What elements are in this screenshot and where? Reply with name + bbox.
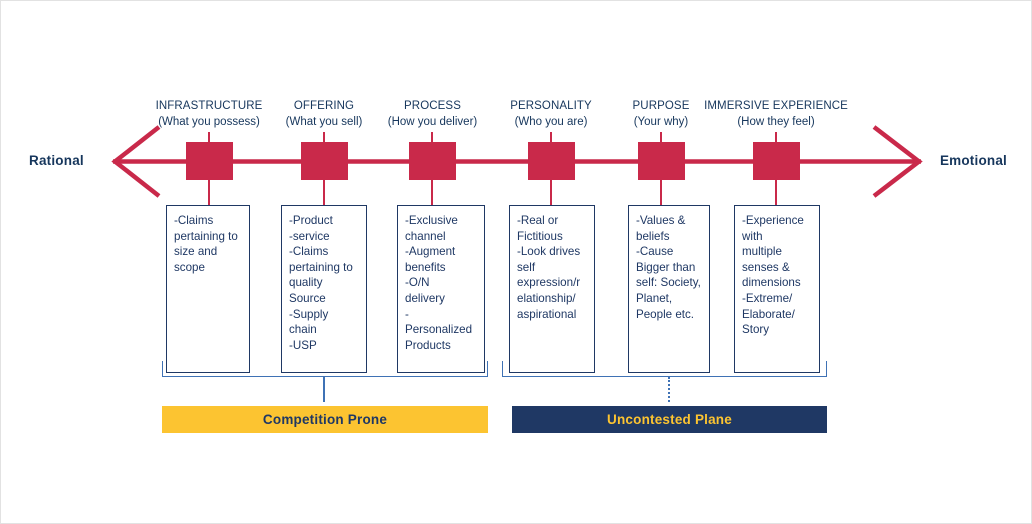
node-caption-offering: OFFERING (What you sell) — [249, 99, 399, 130]
detail-box-process: -Exclusive channel -Augment benefits -O/… — [397, 205, 485, 373]
banner-competition-prone[interactable]: Competition Prone — [162, 406, 488, 433]
detail-line: Personalized — [405, 323, 473, 337]
node-marker-offering[interactable] — [301, 142, 348, 180]
detail-line: Elaborate/ — [742, 307, 795, 321]
detail-line: dimensions — [742, 276, 801, 290]
detail-line: -service — [289, 229, 330, 243]
bracket-competition-prone — [162, 361, 488, 377]
node-title: OFFERING — [293, 100, 355, 112]
detail-line: chain — [289, 323, 317, 337]
detail-line: -Real or — [517, 214, 559, 227]
node-subtitle: (What you sell) — [285, 115, 363, 128]
axis-label-rational: Rational — [29, 153, 84, 168]
axis-label-emotional: Emotional — [939, 153, 1007, 168]
detail-line: beliefs — [636, 229, 670, 243]
detail-line: elationship/ — [517, 291, 576, 305]
detail-line: -Exclusive — [405, 214, 458, 227]
detail-line: multiple — [742, 245, 782, 259]
arrowhead-left-icon — [111, 125, 161, 198]
arrowhead-right-icon — [872, 125, 923, 198]
detail-line: aspirational — [517, 307, 577, 321]
detail-line: pertaining to — [174, 229, 238, 243]
detail-line: - — [405, 307, 409, 321]
bracket-uncontested-plane — [502, 361, 827, 377]
detail-line: Products — [405, 338, 451, 352]
detail-line: -Product — [289, 214, 333, 227]
bracket-stem-competition-prone — [323, 377, 325, 402]
detail-line: benefits — [405, 260, 446, 274]
detail-line: People etc. — [636, 307, 695, 321]
detail-line: pertaining to — [289, 260, 353, 274]
detail-line: -Augment — [405, 245, 456, 259]
node-caption-process: PROCESS (How you deliver) — [355, 99, 510, 130]
detail-line: -Experience — [742, 214, 804, 227]
node-marker-immersive-experience[interactable] — [753, 142, 800, 180]
detail-line: -O/N — [405, 276, 430, 290]
detail-line: scope — [174, 260, 205, 274]
node-subtitle: (Your why) — [633, 115, 689, 128]
node-title: INFRASTRUCTURE — [155, 100, 263, 112]
node-subtitle: (How you deliver) — [387, 115, 478, 128]
detail-line: self: Society, — [636, 276, 701, 290]
detail-line: -Cause — [636, 245, 674, 259]
node-subtitle: (How they feel) — [737, 115, 815, 128]
detail-line: Planet, — [636, 291, 673, 305]
detail-line: -USP — [289, 338, 317, 352]
detail-line: -Values & — [636, 214, 686, 227]
node-title: PURPOSE — [632, 100, 690, 112]
detail-line: quality — [289, 276, 323, 290]
node-title: PERSONALITY — [510, 100, 592, 112]
detail-line: with — [742, 229, 763, 243]
node-subtitle: (Who you are) — [514, 115, 588, 128]
node-marker-process[interactable] — [409, 142, 456, 180]
detail-line: size and — [174, 245, 218, 259]
node-marker-purpose[interactable] — [638, 142, 685, 180]
detail-box-immersive-experience: -Experience with multiple senses & dimen… — [734, 205, 820, 373]
node-marker-personality[interactable] — [528, 142, 575, 180]
node-title: PROCESS — [404, 100, 461, 112]
banner-uncontested-plane[interactable]: Uncontested Plane — [512, 406, 827, 433]
node-caption-infrastructure: INFRASTRUCTURE (What you possess) — [124, 99, 294, 130]
node-stems-down — [208, 180, 777, 205]
detail-line: -Supply — [289, 307, 329, 321]
detail-box-offering: -Product -service -Claims pertaining to … — [281, 205, 367, 373]
detail-line: senses & — [742, 260, 790, 274]
node-caption-purpose: PURPOSE (Your why) — [593, 99, 729, 130]
node-caption-immersive-experience: IMMERSIVE EXPERIENCE (How they feel) — [701, 99, 851, 130]
node-subtitle: (What you possess) — [158, 115, 260, 128]
detail-line: Story — [742, 323, 770, 337]
detail-line: -Extreme/ — [742, 291, 793, 305]
detail-line: -Claims — [174, 214, 214, 227]
detail-box-personality: -Real or Fictitious -Look drives self ex… — [509, 205, 595, 373]
detail-line: Bigger than — [636, 260, 696, 274]
node-title: IMMERSIVE EXPERIENCE — [704, 100, 848, 112]
node-stems-up — [208, 132, 777, 144]
detail-line: -Claims — [289, 245, 329, 259]
detail-line: self — [517, 260, 536, 274]
detail-line: -Look drives — [517, 245, 581, 259]
detail-line: Source — [289, 291, 326, 305]
detail-line: delivery — [405, 291, 445, 305]
bracket-stem-uncontested-plane — [668, 377, 670, 402]
node-caption-personality: PERSONALITY (Who you are) — [476, 99, 626, 130]
banner-label: Uncontested Plane — [607, 412, 732, 427]
detail-box-infrastructure: -Claims pertaining to size and scope — [166, 205, 250, 373]
detail-line: expression/r — [517, 276, 581, 290]
node-marker-infrastructure[interactable] — [186, 142, 233, 180]
detail-box-purpose: -Values & beliefs -Cause Bigger than sel… — [628, 205, 710, 373]
detail-line: Fictitious — [517, 229, 563, 243]
detail-line: channel — [405, 229, 446, 243]
banner-label: Competition Prone — [262, 412, 388, 427]
